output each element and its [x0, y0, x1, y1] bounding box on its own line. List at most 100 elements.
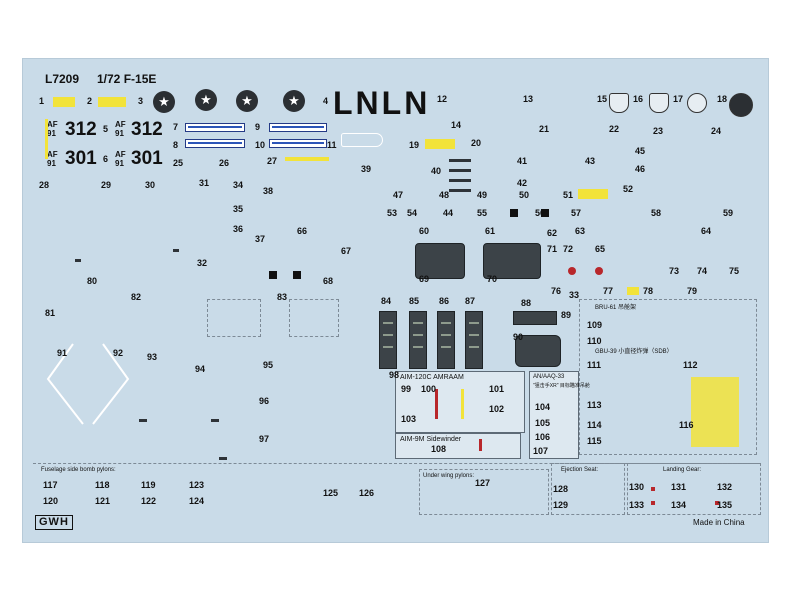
decal-number-104: 104: [535, 402, 551, 412]
console-86: [437, 311, 455, 369]
squadron-badge-icon: [729, 93, 753, 117]
decal-number-112: 112: [683, 360, 698, 370]
bru-label: BRU-61 吊舱架: [595, 305, 637, 311]
squadron-badge-icon: [687, 93, 707, 113]
decal-number-68: 68: [323, 276, 334, 286]
decal-number-132: 132: [717, 482, 733, 492]
decal-number-18: 18: [717, 94, 728, 104]
decal-number-11: 11: [327, 140, 337, 150]
stencil: [139, 419, 147, 422]
decal-yellow-3: [45, 119, 48, 159]
decal-number-85: 85: [409, 296, 420, 306]
decal-sheet: L7209 1/72 F-15E ★ ★ ★ ★ LNLN AF 91 312 …: [22, 58, 769, 543]
decal-number-21: 21: [539, 124, 550, 134]
decal-number-109: 109: [587, 320, 603, 330]
stencil: [75, 259, 81, 262]
decal-number-10: 10: [255, 140, 266, 150]
decal-number-92: 92: [113, 348, 124, 358]
decal-number-67: 67: [341, 246, 352, 256]
squadron-badge-icon: [609, 93, 629, 113]
aim120-box: AIM-120C AMRAAM: [395, 371, 525, 433]
decal-number-47: 47: [393, 190, 404, 200]
divider: [33, 463, 758, 464]
decal-yellow-116: [691, 377, 739, 447]
decal-number-2: 2: [87, 96, 93, 106]
decal-number-32: 32: [197, 258, 208, 268]
insignia-star-icon: ★: [236, 90, 258, 112]
decal-number-90: 90: [513, 332, 524, 342]
decal-number-54: 54: [407, 208, 418, 218]
red-light-icon: [595, 267, 603, 275]
decal-yellow-19: [425, 139, 455, 149]
insignia-star-icon: ★: [195, 89, 217, 111]
serial-af: AF: [47, 150, 58, 159]
decal-number-95: 95: [263, 360, 274, 370]
decal-number-59: 59: [723, 208, 734, 218]
aim120-label: AIM-120C AMRAAM: [400, 374, 464, 381]
landing-box: [627, 463, 761, 515]
decal-number-87: 87: [465, 296, 476, 306]
outline-box: [289, 299, 339, 337]
decal-number-125: 125: [323, 488, 339, 498]
anaaq-sublabel: "狙击手XR" 目标瞄准吊舱: [533, 383, 590, 389]
decal-number-79: 79: [687, 286, 698, 296]
blue-stripe: [269, 139, 327, 148]
underwing-label: Under wing pylons:: [423, 473, 475, 479]
decal-number-3: 3: [138, 96, 144, 106]
decal-number-93: 93: [147, 352, 158, 362]
decal-yellow-1: [53, 97, 75, 107]
stencil: [219, 457, 227, 460]
black-square: [293, 271, 301, 279]
decal-number-52: 52: [623, 184, 634, 194]
decal-number-56: 56: [535, 208, 546, 218]
blue-stripe: [185, 123, 245, 132]
blue-stripe: [269, 123, 327, 132]
decal-number-83: 83: [277, 292, 288, 302]
decal-number-81: 81: [45, 308, 56, 318]
decal-number-49: 49: [477, 190, 488, 200]
decal-number-22: 22: [609, 124, 620, 134]
decal-number-5: 5: [103, 124, 109, 134]
decal-number-74: 74: [697, 266, 708, 276]
red-missile-band: [479, 439, 482, 451]
fuselage-outline: [46, 343, 130, 425]
aim9-box: AIM-9M Sidewinder: [395, 433, 521, 459]
red-stencil: [449, 179, 471, 182]
decal-number-60: 60: [419, 226, 430, 236]
decal-number-73: 73: [669, 266, 680, 276]
serial-301: 301: [131, 148, 163, 169]
instrument-panel-69: [415, 243, 465, 279]
console-85: [409, 311, 427, 369]
black-square: [510, 209, 518, 217]
decal-yellow-51: [578, 189, 608, 199]
ejection-label: Ejection Seat:: [561, 467, 599, 473]
decal-number-27: 27: [267, 156, 278, 166]
decal-number-34: 34: [233, 180, 244, 190]
decal-number-36: 36: [233, 224, 244, 234]
anaaq-label: AN/AAQ-33: [533, 374, 565, 380]
decal-number-131: 131: [671, 482, 687, 492]
decal-number-116: 116: [679, 420, 694, 430]
decal-number-127: 127: [475, 478, 491, 488]
decal-number-44: 44: [443, 208, 454, 218]
decal-number-123: 123: [189, 480, 205, 490]
decal-number-106: 106: [535, 432, 551, 442]
serial-year: 91: [47, 129, 56, 138]
serial-year: 91: [115, 129, 124, 138]
landing-label: Landing Gear:: [663, 467, 702, 473]
decal-number-41: 41: [517, 156, 528, 166]
serial-301: 301: [65, 148, 97, 169]
decal-number-65: 65: [595, 244, 606, 254]
decal-number-118: 118: [95, 480, 110, 490]
decal-number-76: 76: [551, 286, 562, 296]
decal-number-61: 61: [485, 226, 496, 236]
decal-number-128: 128: [553, 484, 569, 494]
decal-number-122: 122: [141, 496, 157, 506]
aim9-label: AIM-9M Sidewinder: [400, 436, 462, 443]
serial-year: 91: [115, 159, 124, 168]
decal-number-135: 135: [717, 500, 733, 510]
decal-number-108: 108: [431, 444, 447, 454]
decal-number-24: 24: [711, 126, 722, 136]
decal-number-13: 13: [523, 94, 534, 104]
decal-number-48: 48: [439, 190, 450, 200]
